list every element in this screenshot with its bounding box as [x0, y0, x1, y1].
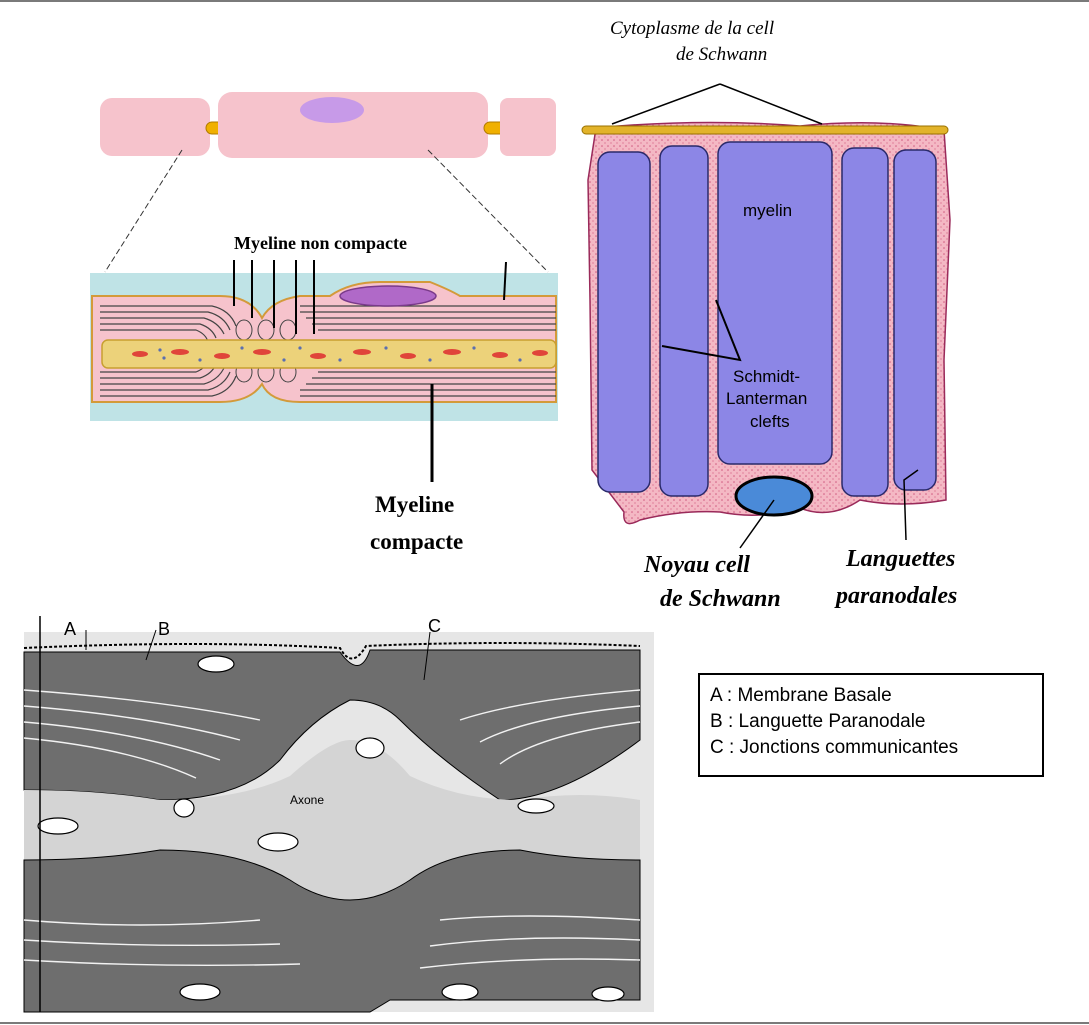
- bottom-border: [0, 1022, 1089, 1024]
- label-letter-c: C: [428, 616, 441, 636]
- node-nucleus: [339, 285, 437, 307]
- pointer-c: [423, 631, 431, 681]
- label-myeline-non-compacte: Myeline non compacte: [234, 233, 407, 253]
- legend-item-a: A : Membrane Basale: [710, 685, 892, 706]
- label-noyau-1: Noyau cell: [644, 552, 750, 578]
- upper-lamellae: [23, 689, 641, 779]
- zoom-line-left: [104, 149, 183, 273]
- mitochondria: [37, 655, 625, 1002]
- label-schmidt-3: clefts: [750, 412, 790, 431]
- cleft-pointers: [661, 299, 742, 362]
- em-paranode-section: [23, 616, 654, 1013]
- schwann-cell-middle: [218, 92, 488, 158]
- legend-item-c: C : Jonctions communicantes: [710, 737, 959, 758]
- axon-vesicles: [158, 346, 522, 362]
- schwann-nucleus-right: [734, 475, 814, 517]
- label-myelin: myelin: [743, 201, 793, 220]
- legend-box: A : Membrane Basale B : Languette Parano…: [698, 673, 1044, 777]
- myelin-column-5: [893, 149, 937, 491]
- languettes-pointer: [903, 469, 919, 541]
- axon-rod: [581, 125, 949, 135]
- zoom-line-right: [427, 149, 549, 273]
- label-schmidt-2: Lanterman: [726, 389, 808, 408]
- label-languettes-2: paranodales: [836, 583, 958, 609]
- label-myeline-compacte-2: compacte: [370, 529, 464, 554]
- cytoplasm-pointers: [611, 83, 823, 125]
- label-languettes-1: Languettes: [846, 546, 956, 572]
- label-myeline-compacte-1: Myeline: [375, 492, 455, 517]
- basal-membrane-top: [23, 642, 641, 660]
- lower-lamellae: [23, 915, 641, 969]
- schwann-cell-right: [500, 98, 556, 156]
- myelin-lower: [23, 849, 641, 1013]
- non-compact-pointers: [233, 260, 507, 334]
- label-cytoplasme-2: de Schwann: [676, 44, 768, 65]
- label-letter-a: A: [64, 619, 77, 639]
- schwann-nucleus: [300, 97, 364, 123]
- label-letter-b: B: [158, 619, 171, 639]
- legend-item-b: B : Languette Paranodale: [710, 711, 926, 732]
- fiber-overview: [100, 92, 556, 273]
- axon-gray: [24, 740, 640, 900]
- label-schmidt-1: Schmidt-: [733, 367, 801, 386]
- noyau-pointer: [739, 499, 775, 549]
- myelin-column-1: [597, 151, 651, 493]
- myelin-column-4: [841, 147, 889, 497]
- label-noyau-2: de Schwann: [660, 586, 781, 612]
- schwann-unrolled: [581, 83, 951, 549]
- axon-organelles: [132, 349, 548, 359]
- schwann-cell-left: [100, 98, 210, 156]
- top-border: [0, 0, 1089, 2]
- node-ranvier-section: [90, 260, 558, 482]
- label-cytoplasme-1: Cytoplasme de la cell: [610, 18, 775, 39]
- myelin-column-2: [659, 145, 709, 497]
- axon: [101, 339, 557, 369]
- pointer-b: [145, 629, 157, 661]
- label-axone: Axone: [290, 793, 325, 807]
